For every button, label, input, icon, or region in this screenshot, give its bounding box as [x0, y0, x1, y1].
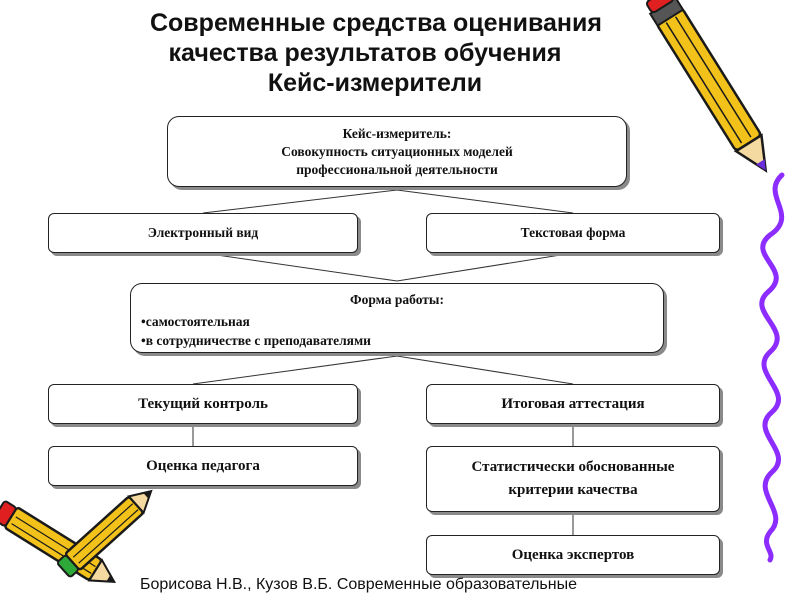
title-line-3: Кейс-измерители	[267, 69, 483, 97]
current-control-label: Текущий контроль	[138, 395, 268, 412]
connector-case-to-types	[202, 189, 574, 214]
case-meter-line-2: Совокупность ситуационных моделей	[281, 143, 513, 159]
text-form-box: Текстовая форма	[426, 213, 720, 253]
work-form-item: •самостоятельная	[141, 314, 250, 329]
final-attestation-box: Итоговая аттестация	[426, 384, 720, 424]
experts-assessment-label: Оценка экспертов	[511, 546, 635, 563]
title-line-2: качества результатов обучения	[168, 39, 562, 67]
electronic-form-label: Электронный вид	[147, 225, 259, 240]
work-form-box: Форма работы: •самостоятельная •в сотруд…	[130, 283, 664, 353]
work-form-title: Форма работы:	[350, 292, 444, 307]
electronic-form-box: Электронный вид	[48, 213, 358, 253]
pencil-icon	[646, 0, 768, 173]
final-attestation-label: Итоговая аттестация	[501, 395, 645, 412]
slide-title: Современные средства оценивания качества…	[60, 8, 700, 98]
work-form-item: •в сотрудничестве с преподавателями	[141, 333, 371, 348]
statistical-criteria-line-1: Статистически обоснованные	[471, 459, 675, 475]
case-meter-box: Кейс-измеритель: Совокупность ситуационн…	[167, 116, 627, 187]
statistical-criteria-line-2: критерии качества	[508, 482, 638, 498]
connector-types-to-form	[202, 252, 574, 282]
experts-assessment-box: Оценка экспертов	[426, 535, 720, 575]
title-line-1: Современные средства оценивания	[149, 9, 602, 37]
work-form-item-label: в сотрудничестве с преподавателями	[145, 333, 371, 348]
statistical-criteria-box: Статистически обоснованные критерии каче…	[426, 446, 720, 512]
current-control-box: Текущий контроль	[48, 384, 358, 424]
teacher-assessment-box: Оценка педагога	[48, 446, 358, 486]
text-form-label: Текстовая форма	[520, 225, 626, 240]
teacher-assessment-label: Оценка педагога	[146, 457, 260, 474]
work-form-item-label: самостоятельная	[145, 314, 250, 329]
case-meter-line-1: Кейс-измеритель:	[342, 125, 452, 141]
case-meter-line-3: профессиональной деятельности	[296, 161, 498, 177]
squiggle-icon	[759, 172, 785, 563]
pencil-icon	[56, 489, 153, 578]
connector-form-to-controls	[192, 355, 574, 385]
footer-citation: Борисова Н.В., Кузов В.Б. Современные об…	[140, 576, 577, 593]
